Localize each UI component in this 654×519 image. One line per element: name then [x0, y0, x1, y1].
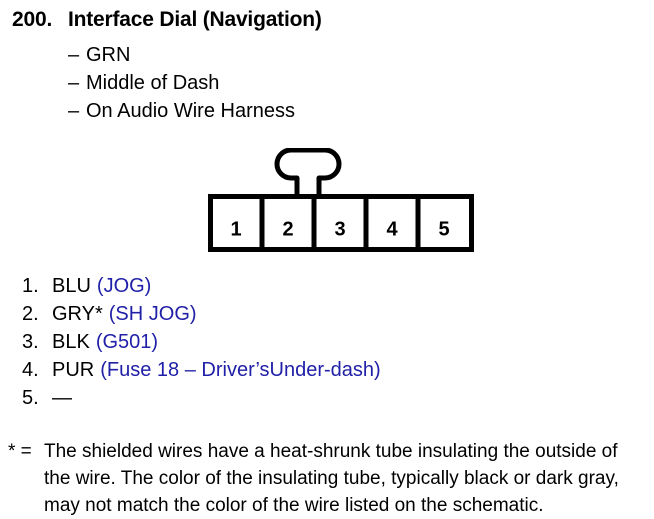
- pin-label-5: 5: [438, 218, 449, 240]
- footnote-marker: * =: [8, 441, 32, 462]
- list-item: 2. GRY* (SH JOG): [22, 300, 381, 328]
- page-title-number: 200.: [12, 8, 53, 31]
- footnote-text: The shielded wires have a heat-shrunk tu…: [44, 441, 619, 516]
- pin-number: 1.: [22, 275, 39, 297]
- connector-diagram: 1 2 3 4 5: [208, 148, 474, 252]
- list-item: 4. PUR (Fuse 18 – Driver’sUnder-dash): [22, 356, 381, 384]
- pin-number: 4.: [22, 359, 39, 381]
- footnote: * = The shielded wires have a heat-shrun…: [8, 438, 648, 519]
- connector-latch-icon: [274, 148, 342, 203]
- wire-color: GRY*: [52, 303, 103, 325]
- list-item: 1. BLU (JOG): [22, 272, 381, 300]
- dash-bullet: –: [68, 100, 80, 122]
- signal-name: (G501): [95, 331, 159, 353]
- pin-label-4: 4: [386, 218, 398, 240]
- signal-name: (JOG): [96, 275, 152, 297]
- connector-attributes-list: – GRN – Middle of Dash – On Audio Wire H…: [68, 41, 295, 125]
- wire-color: BLK: [52, 331, 90, 353]
- pin-number: 5.: [22, 387, 39, 409]
- page-title-text: Interface Dial (Navigation): [68, 8, 322, 31]
- list-item: – Middle of Dash: [68, 69, 295, 97]
- list-item: – GRN: [68, 41, 295, 69]
- pin-assignment-list: 1. BLU (JOG) 2. GRY* (SH JOG) 3. BLK (G5…: [22, 272, 381, 412]
- pin-number: 3.: [22, 331, 39, 353]
- pin-label-3: 3: [334, 218, 345, 240]
- dash-bullet: –: [68, 72, 80, 94]
- list-item: 5. —: [22, 384, 381, 412]
- list-item-label: On Audio Wire Harness: [86, 100, 295, 122]
- wire-color: PUR: [52, 359, 95, 381]
- wire-color: —: [52, 387, 72, 409]
- pin-number: 2.: [22, 303, 39, 325]
- list-item-label: Middle of Dash: [86, 72, 220, 94]
- list-item: – On Audio Wire Harness: [68, 97, 295, 125]
- list-item: 3. BLK (G501): [22, 328, 381, 356]
- signal-name: (Fuse 18 – Driver’sUnder-dash): [100, 359, 381, 381]
- page-title: 200. Interface Dial (Navigation): [12, 8, 322, 32]
- list-item-label: GRN: [86, 44, 131, 66]
- wire-color: BLU: [52, 275, 91, 297]
- dash-bullet: –: [68, 44, 80, 66]
- signal-name: (SH JOG): [108, 303, 197, 325]
- pin-label-2: 2: [282, 218, 293, 240]
- pin-label-1: 1: [230, 218, 241, 240]
